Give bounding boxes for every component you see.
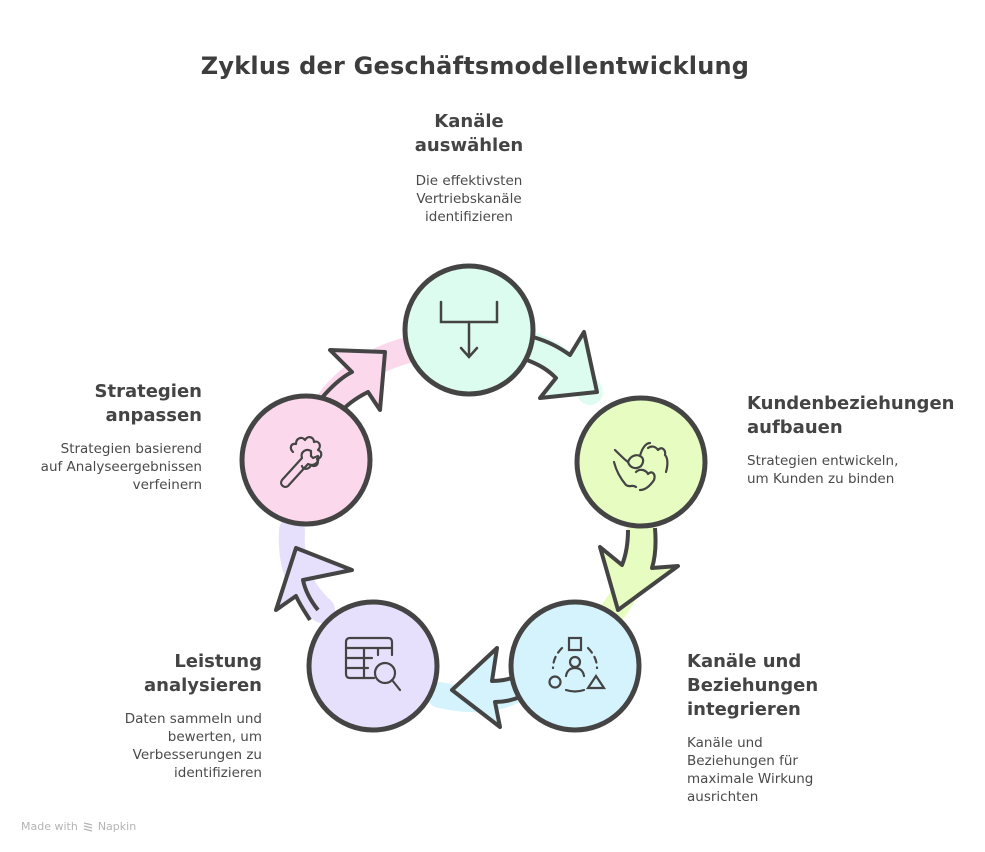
step-node-kundenbeziehungen-aufbauen (574, 395, 708, 529)
step-title: Leistung analysieren (143, 651, 262, 696)
step-label-kanaele-auswaehlen: Kanäle auswählen Die effektivsten Vertri… (380, 110, 558, 226)
step-title: Kanäle auswählen (414, 111, 524, 156)
step-label-leistung-analysieren: Leistung analysieren Daten sammeln und b… (82, 650, 262, 782)
arrow-pink-to-mint (318, 348, 387, 417)
step-description: Daten sammeln und bewerten, um Verbesser… (124, 711, 262, 781)
funnel-down-icon (439, 300, 499, 359)
diagram-title: Zyklus der Geschäftsmodellentwicklung (200, 52, 750, 80)
footer-brand: Napkin (97, 820, 137, 833)
arrow-lavender-to-pink (274, 546, 354, 622)
step-label-kundenbeziehungen-aufbauen: Kundenbeziehungen aufbauen Strategien en… (747, 392, 977, 488)
made-with-napkin-footer[interactable]: Made with Napkin (21, 820, 136, 833)
napkin-logo-icon (83, 821, 92, 832)
step-title: Kanäle und Beziehungen integrieren (687, 651, 819, 720)
step-description: Kanäle und Beziehungen für maximale Wirk… (687, 735, 814, 805)
user-shapes-cycle-icon (548, 636, 607, 693)
step-label-strategien-anpassen: Strategien anpassen Strategien basierend… (10, 380, 202, 494)
gear-wrench-icon (280, 436, 323, 488)
step-node-kanaele-beziehungen-integrieren (508, 599, 642, 733)
step-node-strategien-anpassen (239, 393, 373, 527)
fist-bump-icon (612, 441, 669, 492)
footer-text: Made with (21, 820, 78, 833)
step-description: Strategien entwickeln, um Kunden zu bind… (747, 453, 899, 487)
step-node-kanaele-auswaehlen (402, 263, 536, 397)
step-title: Strategien anpassen (94, 381, 202, 426)
step-label-kanaele-beziehungen-integrieren: Kanäle und Beziehungen integrieren Kanäl… (687, 650, 867, 806)
step-description: Die effektivsten Vertriebskanäle identif… (415, 173, 523, 225)
step-description: Strategien basierend auf Analyseergebnis… (40, 441, 202, 493)
table-search-icon (344, 636, 402, 692)
arrow-mint-to-lime (526, 330, 599, 400)
step-node-leistung-analysieren (306, 599, 440, 733)
step-title: Kundenbeziehungen aufbauen (747, 393, 955, 438)
arrow-sky-to-lavender (450, 646, 521, 729)
arrow-lime-to-sky (598, 527, 680, 612)
